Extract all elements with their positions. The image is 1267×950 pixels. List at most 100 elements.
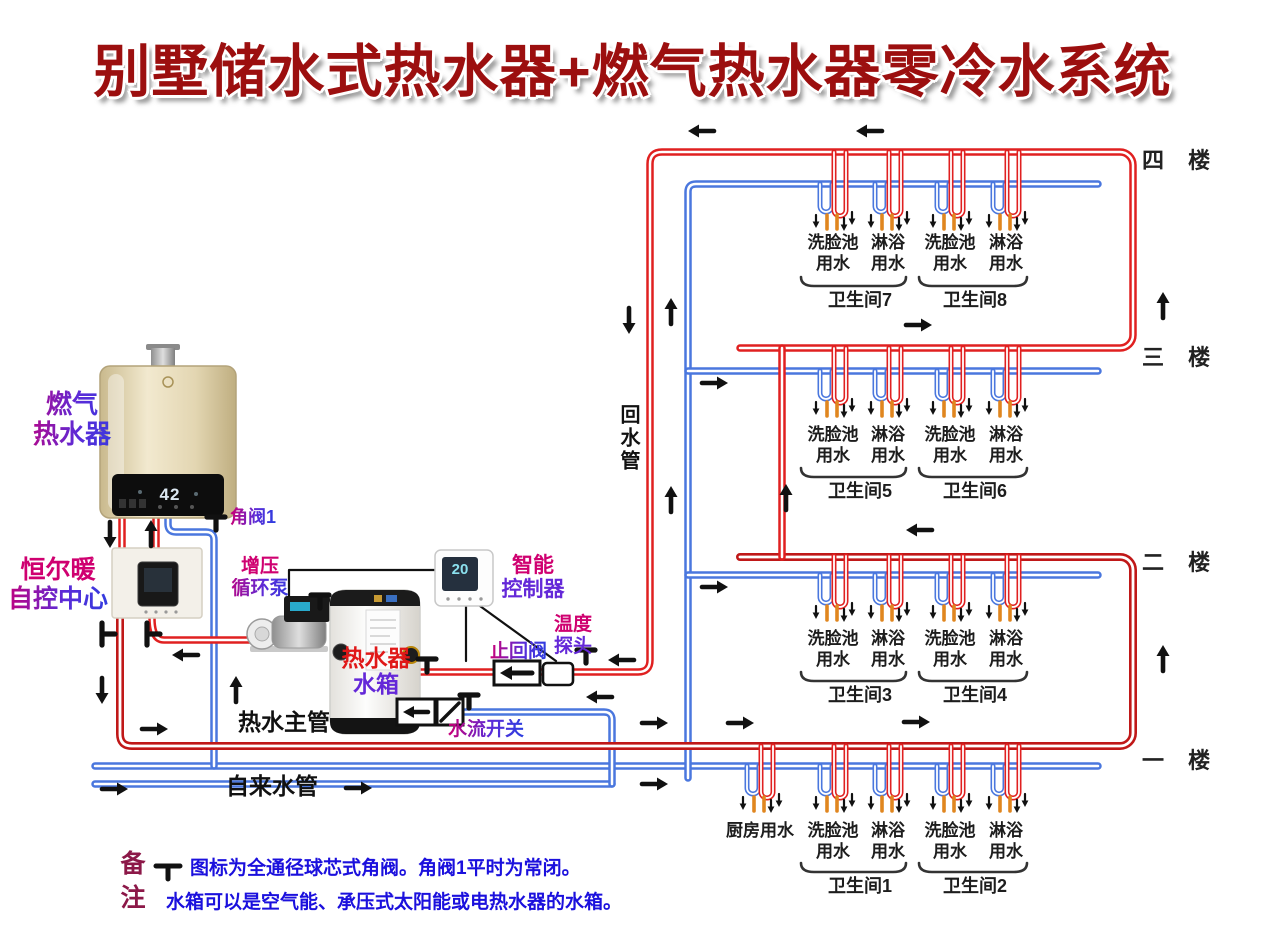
gas-water-heater-image [99,344,237,519]
control-wires [287,568,558,663]
fixture-label-line1: 淋浴 [989,629,1023,648]
fixture-label-line2: 用水 [989,446,1023,465]
bathroom-label: 卫生间7 [827,290,892,310]
flow-switch-label: 水流开关 [448,719,525,740]
controller-temperature-display: 20 [451,561,469,578]
page-title: 别墅储水式热水器+燃气热水器零冷水系统 [93,40,1172,104]
fixture-label: 淋浴用水 [975,424,1037,466]
bathroom-label: 卫生间6 [942,481,1007,501]
check-valve-icon [492,659,542,687]
fixture-label: 洗脸池用水 [802,424,864,466]
fixture-label-line2: 用水 [816,254,850,273]
smart-controller-image [434,549,494,607]
flow-arrows [95,124,1170,796]
temp-probe-label: 温度 探头 [546,614,600,658]
remark-marker-1: 备 [120,850,146,878]
fixture-label: 厨房用水 [714,820,806,841]
angle-valve-label: 角阀1 [230,507,277,527]
bathroom-label: 卫生间3 [827,685,892,705]
fixture-label-line2: 用水 [871,254,905,273]
fixture-label: 淋浴用水 [975,232,1037,274]
temp-probe-label-line2: 探头 [553,635,592,657]
fixture-label-line1: 洗脸池 [807,821,859,840]
fixture-label-line2: 用水 [871,446,905,465]
fixture-label-line2: 用水 [816,650,850,669]
bathroom-label: 卫生间4 [942,685,1007,705]
fixture-label-line2: 用水 [933,254,967,273]
fixture-label: 洗脸池用水 [919,820,981,862]
fixture-label-line1: 淋浴 [871,821,905,840]
fixture-label: 洗脸池用水 [919,628,981,670]
floor-label: 三 楼 [1142,345,1220,370]
smart-controller-label: 智能 控制器 [494,554,572,602]
remark-marker-2: 注 [120,884,146,912]
control-center-label-line2: 自控中心 [0,585,116,614]
fixture-label-line2: 用水 [871,650,905,669]
fixture-label: 洗脸池用水 [802,628,864,670]
check-valve-label: 止回阀 [490,641,548,662]
fixture-label-line1: 淋浴 [871,629,905,648]
fixture-label: 洗脸池用水 [919,424,981,466]
fixture-label-line1: 淋浴 [871,233,905,252]
booster-pump-label-line1: 增压 [240,556,279,577]
note-valve-icon [153,863,183,882]
control-center-label-line1: 恒尔暖 [20,556,96,584]
fixture-label-line1: 淋浴 [989,821,1023,840]
fixture-label-line1: 洗脸池 [924,425,976,444]
remark-note-2: 水箱可以是空气能、承压式太阳能或电热水器的水箱。 [166,892,623,913]
tank-label: 热水器 水箱 [336,645,416,698]
fixture-label-line1: 淋浴 [871,425,905,444]
gas-heater-label-line1: 燃气 [14,389,130,420]
fixture-label-line2: 用水 [933,842,967,861]
control-center-image [111,547,203,619]
fixture-label: 淋浴用水 [975,820,1037,862]
control-center-label: 恒尔暖 自控中心 [0,556,116,614]
floor-label: 二 楼 [1142,550,1220,575]
fixture-label-line1: 洗脸池 [807,233,859,252]
gas-heater-label-line2: 热水器 [14,419,130,450]
flow-switch-icon [435,697,465,727]
fixture-label-line1: 厨房用水 [726,821,794,840]
smart-controller-label-line2: 控制器 [501,578,565,602]
smart-controller-label-line1: 智能 [512,554,554,577]
bathroom-braces [799,275,1029,874]
cold-check-valve-icon [395,697,437,727]
fixture-label: 淋浴用水 [857,232,919,274]
fixture-label-line1: 淋浴 [989,233,1023,252]
floor-label: 四 楼 [1142,148,1220,173]
fixture-label: 洗脸池用水 [802,820,864,862]
fixture-label-line1: 洗脸池 [807,629,859,648]
floor-label: 一 楼 [1142,748,1220,773]
fixture-label: 洗脸池用水 [919,232,981,274]
fixture-label: 洗脸池用水 [802,232,864,274]
bathroom-label: 卫生间5 [827,481,892,501]
fixture-label-line1: 洗脸池 [924,629,976,648]
fixture-label: 淋浴用水 [857,628,919,670]
fixture-label-line2: 用水 [816,446,850,465]
fixture-label-line2: 用水 [816,842,850,861]
fixture-label-line2: 用水 [989,842,1023,861]
remark-note-1: 图标为全通径球芯式角阀。角阀1平时为常闭。 [190,858,581,879]
fixture-label-line2: 用水 [933,446,967,465]
gas-heater-label: 燃气 热水器 [14,389,130,450]
fixture-label-line1: 洗脸池 [924,233,976,252]
tank-label-line1: 热水器 [341,645,411,671]
fixture-label: 淋浴用水 [857,424,919,466]
booster-pump-label-line2: 循环泵 [222,578,298,600]
heater-temperature-display: 42 [159,485,181,504]
fixture-label: 淋浴用水 [975,628,1037,670]
fixture-label-line1: 淋浴 [989,425,1023,444]
angle-valve-icons [99,514,598,711]
fixture-label-line2: 用水 [989,650,1023,669]
bathroom-label: 卫生间8 [942,290,1007,310]
hot-main-label: 热水主管 [238,709,330,735]
temp-probe-label-line1: 温度 [553,614,592,635]
fixture-label: 淋浴用水 [857,820,919,862]
fixture-label-line2: 用水 [871,842,905,861]
return-pipe-label: 回水管 [617,404,639,473]
fixture-label-line2: 用水 [989,254,1023,273]
fixture-label-line2: 用水 [933,650,967,669]
temp-probe-icon [541,661,575,687]
